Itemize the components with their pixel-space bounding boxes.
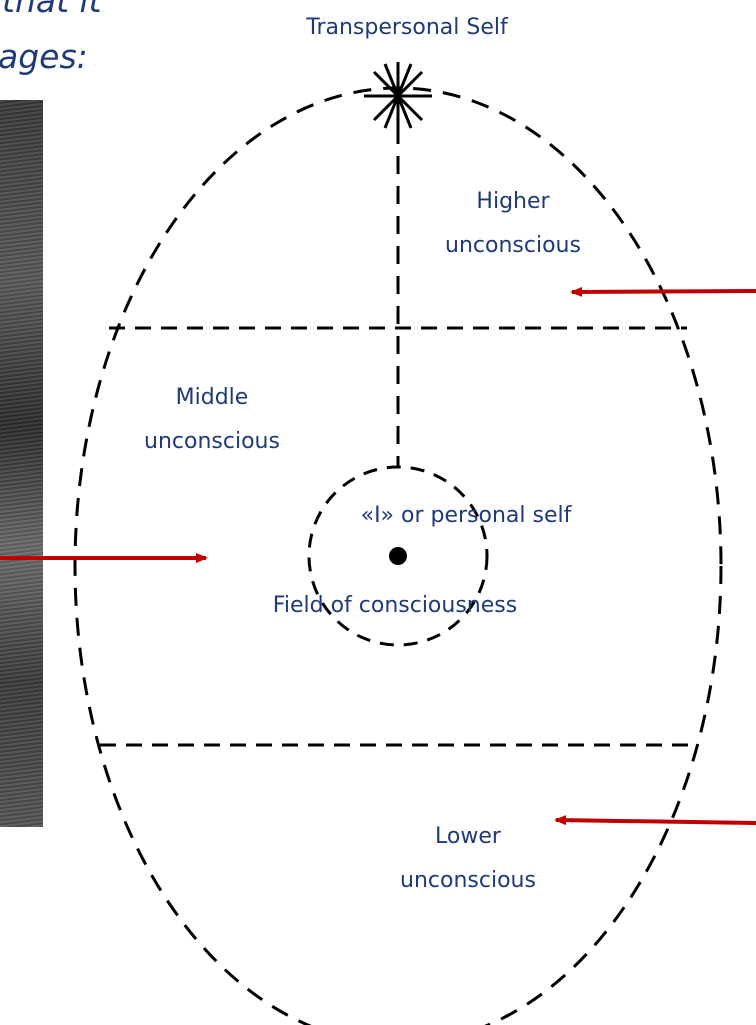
label-field-of-consciousness: Field of consciousness — [273, 593, 517, 618]
cropped-heading-line-1: that it — [2, 0, 102, 20]
arrow-to-lower — [554, 815, 756, 826]
label-higher-unconscious-1: Higher — [476, 189, 550, 214]
cropped-photo — [0, 100, 43, 827]
label-higher-unconscious-2: unconscious — [445, 233, 581, 258]
transpersonal-star-icon — [364, 62, 432, 130]
arrow-to-higher — [570, 286, 756, 297]
field-of-consciousness-circle — [307, 465, 489, 647]
personal-self-dot — [389, 547, 407, 565]
label-personal-self: «I» or personal self — [361, 503, 573, 528]
cropped-heading-line-2: ages: — [0, 37, 88, 76]
label-middle-unconscious-1: Middle — [176, 385, 249, 410]
label-transpersonal-self: Transpersonal Self — [305, 15, 509, 40]
label-lower-unconscious-2: unconscious — [400, 868, 536, 893]
label-lower-unconscious-1: Lower — [435, 824, 502, 849]
label-middle-unconscious-2: unconscious — [144, 429, 280, 454]
